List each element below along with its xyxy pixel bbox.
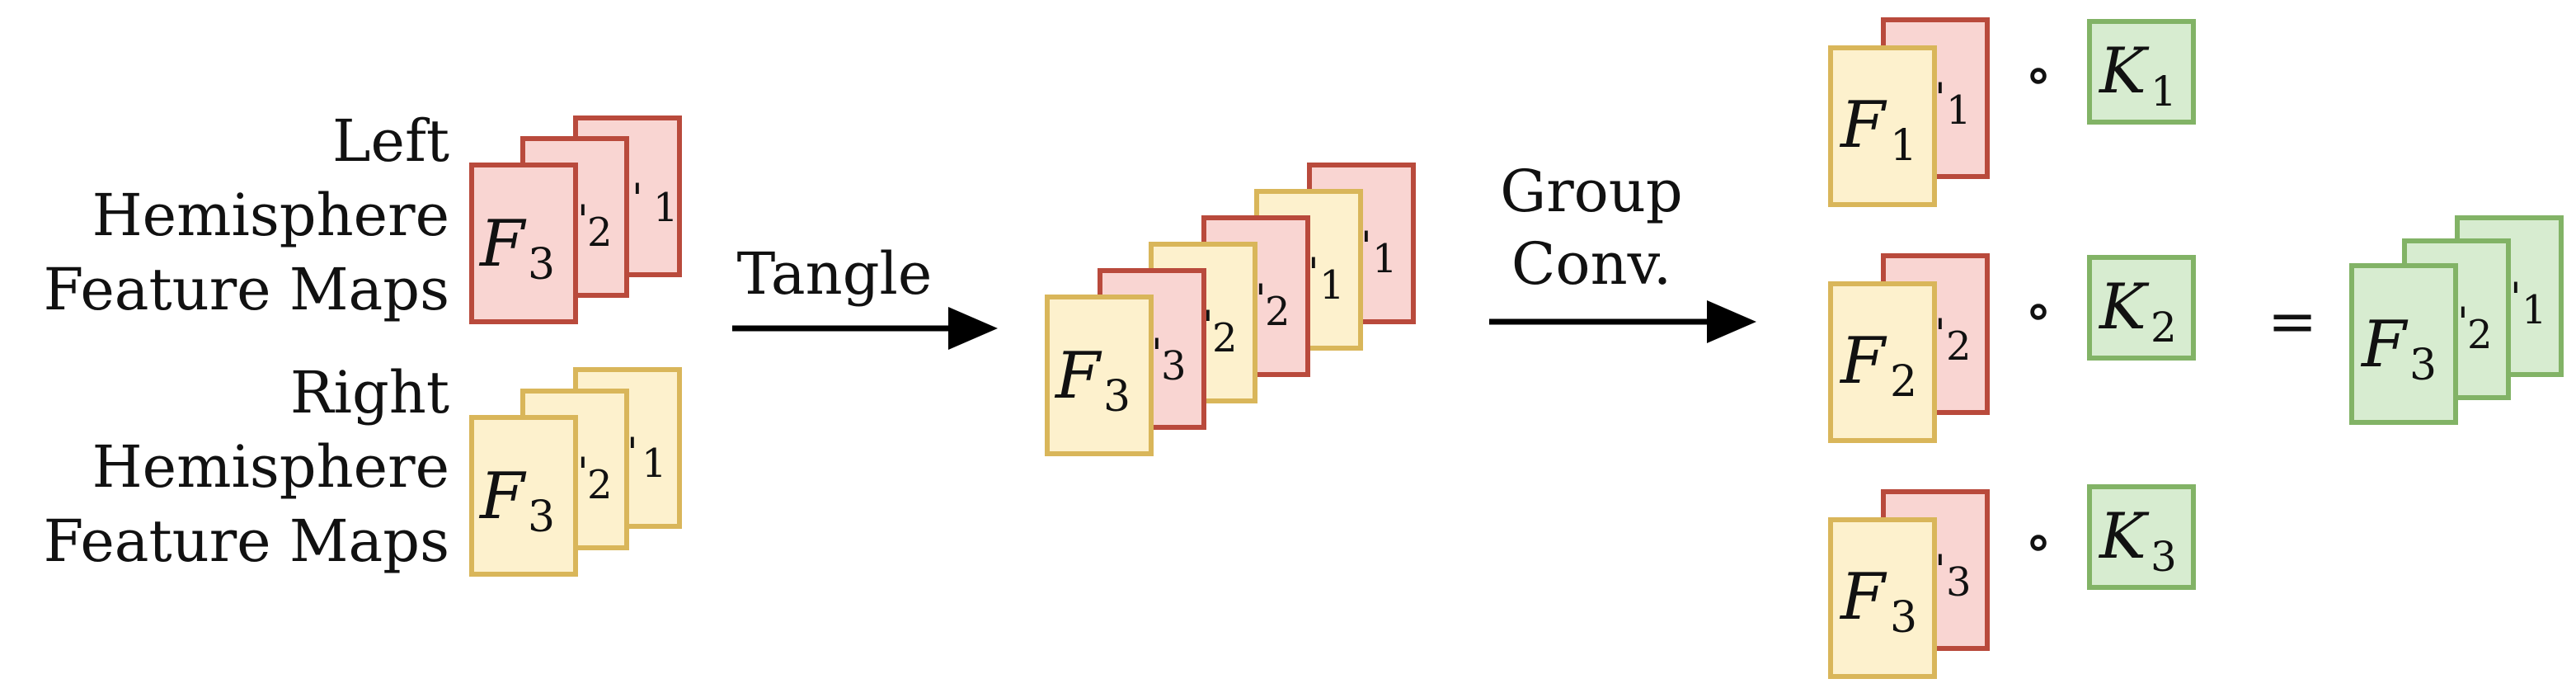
- product-2-kernel: [2087, 255, 2196, 361]
- left-hemisphere-label: Left Hemisphere Feature Maps: [44, 107, 449, 323]
- result-group: = 1 ' 2 ' F 3: [2268, 215, 2564, 425]
- product-row-2: 2 ' F 2 ∘ K 2: [1828, 253, 2196, 443]
- tangled-map-4-tick: ': [1308, 249, 1319, 297]
- tangled-map-front-symbol: F: [1054, 339, 1102, 413]
- tangle-arrow-group: Tangle: [732, 240, 998, 350]
- right-label-line-3: Feature Maps: [44, 507, 449, 575]
- right-map-back-1-tick: ': [627, 429, 638, 477]
- product-3-kernel: [2087, 484, 2196, 590]
- right-map-front-sub: 3: [528, 493, 555, 542]
- right-map-front: [469, 415, 578, 577]
- group-conv-arrow-group: Group Conv.: [1489, 158, 1756, 343]
- product-2-peek-tick: ': [1934, 310, 1946, 358]
- tangled-map-front-sub: 3: [1103, 372, 1131, 422]
- right-map-back-2-tick: ': [577, 449, 589, 497]
- left-map-front-sub: 3: [528, 240, 555, 290]
- left-map-back-1-sub: 1: [653, 185, 679, 231]
- left-map-front-symbol: F: [478, 207, 527, 281]
- product-3-f-sub: 3: [1890, 593, 1917, 643]
- result-map-back-1-sub: 1: [2522, 287, 2547, 333]
- product-1-f-sub: 1: [1890, 121, 1917, 171]
- tangled-feature-map-stack: 1 ' 1 ' 2 ' 2 ' 3 ' F 3: [1045, 163, 1416, 456]
- product-row-3: 3 ' F 3 ∘ K 3: [1828, 484, 2196, 679]
- tangled-map-5-sub: 1: [1372, 236, 1398, 282]
- right-label-line-2: Hemisphere: [92, 433, 449, 501]
- product-2-peek-sub: 2: [1946, 323, 1972, 370]
- group-conv-arrow-head: [1707, 300, 1756, 343]
- product-1-f-map: [1828, 45, 1937, 207]
- result-map-back-2-tick: ': [2457, 299, 2469, 346]
- product-3-f-map: [1828, 517, 1937, 679]
- result-map-back-2-sub: 2: [2467, 312, 2493, 358]
- right-feature-map-stack: 1 ' 2 ' F 3: [469, 367, 682, 577]
- product-3-peek-tick: ': [1934, 546, 1946, 594]
- tangle-label: Tangle: [737, 240, 933, 308]
- product-2-f-symbol: F: [1839, 324, 1887, 398]
- tangled-map-3-tick: ': [1255, 276, 1267, 323]
- tangled-map-front: [1045, 295, 1154, 456]
- right-label-line-1: Right: [290, 359, 449, 427]
- result-map-front: [2349, 263, 2458, 425]
- result-map-front-sub: 3: [2409, 341, 2437, 390]
- product-2-f-map: [1828, 281, 1937, 443]
- right-map-front-symbol: F: [478, 460, 527, 534]
- tangle-arrow-head: [948, 307, 998, 350]
- product-1-peek-sub: 1: [1946, 87, 1972, 134]
- product-2-f-sub: 2: [1890, 357, 1917, 407]
- product-1-peek-tick: ': [1934, 74, 1946, 122]
- product-3-k-symbol: K: [2098, 499, 2150, 573]
- tangled-map-3-sub: 2: [1265, 289, 1290, 335]
- left-label-line-3: Feature Maps: [44, 256, 449, 323]
- left-feature-map-stack: 1 ' 2 ' F 3: [469, 116, 682, 324]
- product-3-k-sub: 3: [2151, 533, 2177, 581]
- product-2-k-symbol: K: [2098, 270, 2150, 343]
- tangled-map-2-sub: 2: [1212, 315, 1238, 361]
- product-row-1: 1 ' F 1 ∘ K 1: [1828, 17, 2196, 207]
- product-3-peek-sub: 3: [1946, 559, 1972, 606]
- product-3-operator: ∘: [2024, 507, 2052, 575]
- tangled-map-5-tick: ': [1361, 223, 1372, 271]
- product-2-k-sub: 2: [2151, 304, 2177, 351]
- right-map-back-2-sub: 2: [587, 462, 613, 508]
- product-1-k-sub: 1: [2151, 68, 2177, 116]
- product-1-operator: ∘: [2024, 40, 2052, 108]
- left-map-back-2-sub: 2: [587, 210, 613, 256]
- left-map-back-1-tick: ': [632, 175, 643, 223]
- right-map-back-1-sub: 1: [642, 441, 667, 487]
- equals-sign: =: [2268, 286, 2317, 356]
- tangled-map-1-sub: 3: [1161, 343, 1187, 389]
- left-label-line-2: Hemisphere: [92, 182, 449, 249]
- right-hemisphere-label: Right Hemisphere Feature Maps: [44, 359, 449, 575]
- left-map-front: [469, 163, 578, 324]
- left-map-back-2-tick: ': [577, 196, 589, 244]
- left-label-line-1: Left: [332, 107, 449, 175]
- group-conv-label-line-1: Group: [1500, 158, 1682, 225]
- group-conv-label-line-2: Conv.: [1511, 230, 1671, 298]
- product-1-kernel: [2087, 19, 2196, 125]
- product-1-f-symbol: F: [1839, 88, 1887, 163]
- result-map-front-symbol: F: [2360, 308, 2409, 382]
- tangled-map-1-tick: ': [1151, 330, 1163, 378]
- result-map-back-1-tick: ': [2510, 274, 2522, 322]
- product-3-f-symbol: F: [1839, 560, 1887, 634]
- product-1-k-symbol: K: [2098, 34, 2150, 107]
- tangled-map-4-sub: 1: [1319, 262, 1345, 309]
- product-2-operator: ∘: [2024, 276, 2052, 344]
